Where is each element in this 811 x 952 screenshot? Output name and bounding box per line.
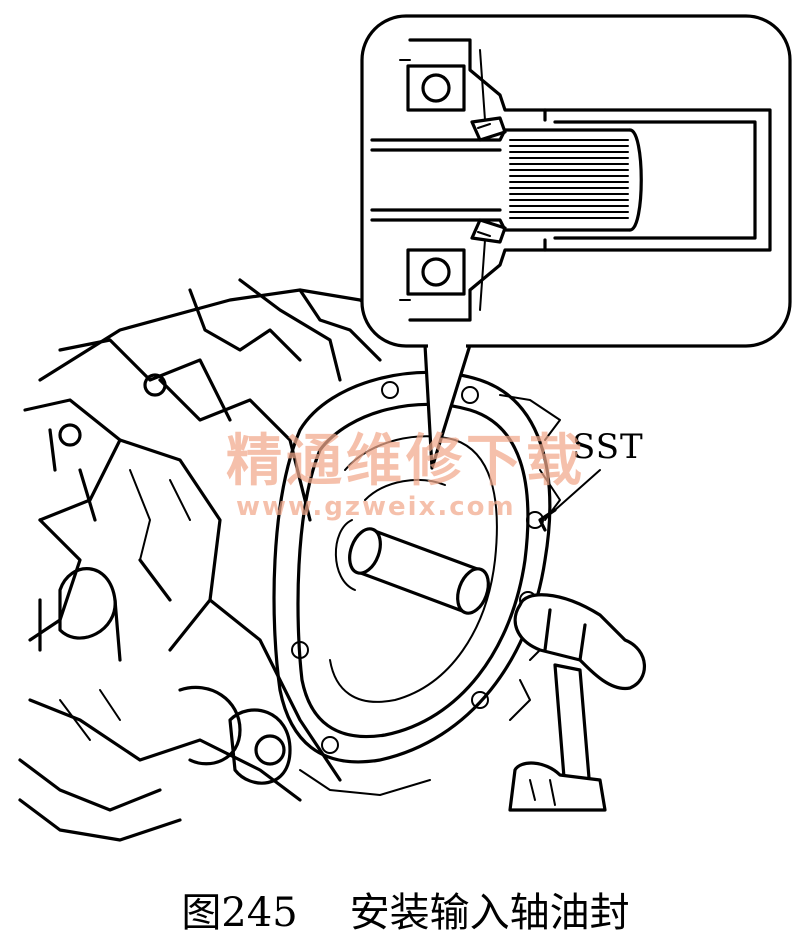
watermark-text: 精通维修下载 bbox=[226, 429, 586, 494]
watermark: 精通维修下载 www.gzweix.com bbox=[226, 429, 586, 522]
figure-caption: 图245 安装输入轴油封 bbox=[0, 880, 811, 950]
caption-number: 图245 bbox=[181, 890, 298, 936]
sst-label: SST bbox=[572, 427, 644, 467]
watermark-url: www.gzweix.com bbox=[236, 492, 516, 522]
seal-detail-inset bbox=[360, 14, 792, 470]
transmission-housing bbox=[18, 278, 412, 842]
transmission-illustration: SST 精通维修下载 w bbox=[18, 14, 792, 842]
sst-callout: SST bbox=[538, 427, 644, 532]
caption-title: 安装输入轴油封 bbox=[349, 890, 630, 936]
hammer-icon bbox=[508, 593, 646, 812]
sst-tool bbox=[334, 519, 490, 615]
